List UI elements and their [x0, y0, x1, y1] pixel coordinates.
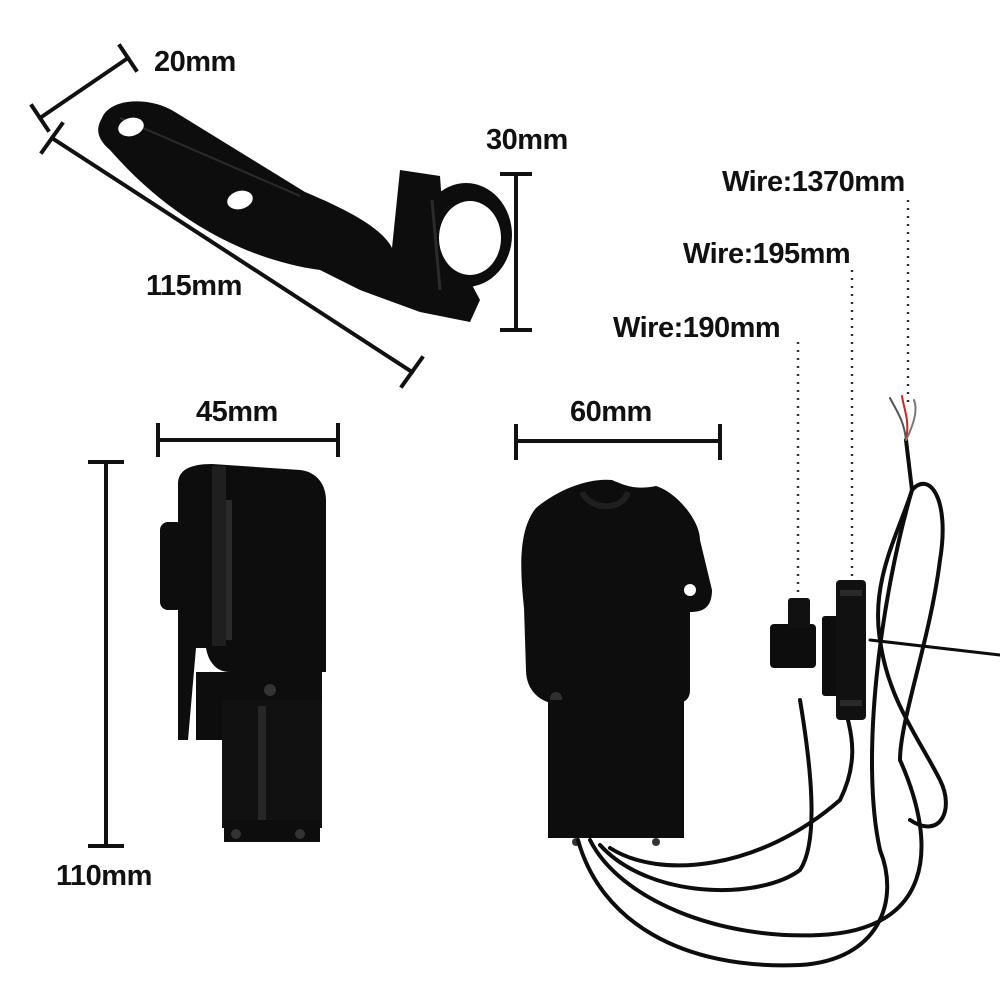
- wire-connectors: [770, 580, 866, 720]
- label-ring-height: 30mm: [486, 124, 568, 156]
- label-side-width: 45mm: [196, 396, 278, 428]
- wire-leader-lines: [796, 200, 910, 595]
- mounting-bracket: [98, 101, 512, 322]
- label-body-height: 110mm: [56, 860, 152, 892]
- label-bracket-width: 20mm: [154, 46, 236, 78]
- label-wire-1370: Wire:1370mm: [722, 166, 905, 198]
- wiring-harness: [576, 395, 1000, 968]
- label-wire-190: Wire:190mm: [613, 312, 781, 344]
- front-view-unit: [521, 479, 712, 846]
- label-bracket-length: 115mm: [146, 270, 242, 302]
- dimension-lines: [29, 43, 722, 848]
- label-wire-195: Wire:195mm: [683, 238, 851, 270]
- label-front-width: 60mm: [570, 396, 652, 428]
- side-view-unit: [160, 464, 326, 842]
